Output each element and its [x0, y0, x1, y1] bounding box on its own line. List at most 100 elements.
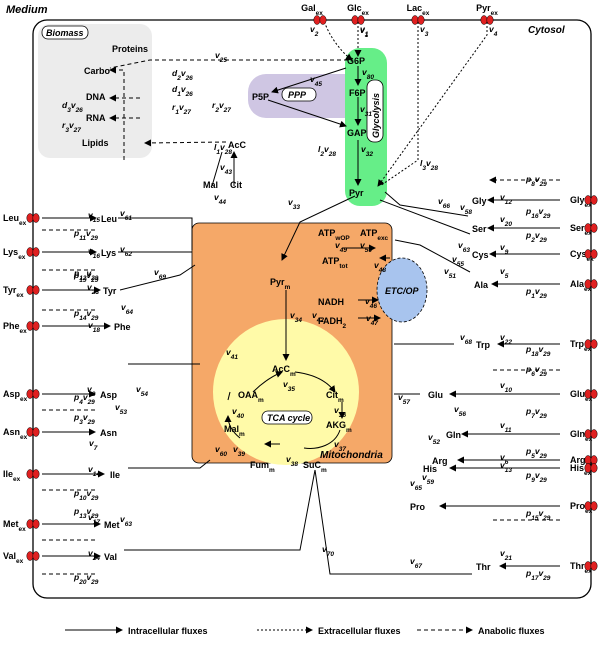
anabolic-p15v29: p15v29	[525, 508, 551, 522]
anabolic-p3v29: p3v29	[73, 412, 95, 426]
anabolic-p20v29: p20v29	[73, 572, 99, 586]
ext-left-lys: Lysex	[3, 247, 26, 261]
ext-right-his: Hisex	[570, 463, 592, 477]
etc-label: ETC/OP	[385, 286, 420, 296]
flux-v49: v49	[335, 240, 347, 254]
anabolic-p11v29: p11v29	[73, 228, 98, 242]
glycolysis-label: Glycolysis	[371, 93, 381, 138]
metabolite-leu: Leu	[101, 214, 117, 224]
ppp-label: PPP	[288, 90, 307, 100]
biomass-lipids: Lipids	[82, 138, 109, 148]
anabolic-p4v29: p4v29	[73, 392, 95, 406]
biomass-label: Biomass	[46, 28, 84, 38]
metabolite-phe: Phe	[114, 322, 131, 332]
metabolite-acc: AcC	[228, 140, 247, 150]
mito-fum: Fumm	[250, 460, 275, 474]
flux-v80: v80	[362, 67, 374, 81]
anabolic-p5v29: p5v29	[525, 446, 547, 460]
flux-v39: v39	[233, 444, 245, 458]
flux-v44: v44	[214, 192, 226, 206]
anabolic-d3v26: d3v26	[62, 100, 83, 114]
ext-right-trp: Trpex	[570, 339, 592, 353]
anabolic-l3v28: l3v28	[420, 158, 438, 172]
transporter-right-6	[584, 429, 598, 439]
metabolite-cit: Cit	[230, 180, 242, 190]
flux-v2: v2	[310, 24, 319, 38]
transporter-right-7	[584, 455, 598, 465]
transporter-top-0	[313, 15, 327, 25]
flux-v45: v45	[310, 74, 322, 88]
flux-v3: v3	[420, 24, 429, 38]
metabolite-arg: Arg	[432, 456, 448, 466]
tca-label: TCA cycle	[267, 413, 310, 423]
flux-v36: v36	[334, 405, 346, 419]
mito-cit: Citm	[326, 390, 344, 404]
flux-v8: v8	[87, 384, 96, 398]
metabolite-g6p: G6P	[347, 56, 365, 66]
transporter-right-10	[584, 561, 598, 571]
ext-top-glc: Glcex	[347, 3, 369, 17]
flux-v37: v37	[334, 439, 346, 453]
ext-left-phe: Pheex	[3, 321, 27, 335]
metabolite-trp: Trp	[476, 340, 491, 350]
metabolite-his: His	[423, 464, 437, 474]
anabolic-l1v28: l1v28	[214, 142, 232, 156]
transporter-right-1	[584, 223, 598, 233]
ext-left-val: Valex	[3, 551, 24, 565]
flux-v4: v4	[489, 24, 498, 38]
flux-v42: v42	[312, 310, 324, 324]
ext-left-leu: Leuex	[3, 213, 27, 227]
flux-v12: v12	[500, 192, 512, 206]
metabolite-gln: Gln	[446, 430, 461, 440]
legend-intracellular-label: Intracellular fluxes	[128, 626, 208, 636]
flux-v48: v48	[374, 260, 386, 274]
ext-right-thr: Threx	[570, 561, 592, 575]
anabolic-p8v29: p8v29	[525, 174, 547, 188]
flux-v54: v54	[136, 384, 148, 398]
transporter-left-7	[26, 519, 40, 529]
flux-v23: v23	[87, 282, 99, 296]
ext-right-glu: Gluex	[570, 389, 593, 403]
metabolite-met: Met	[104, 520, 120, 530]
flux-v64: v64	[121, 302, 133, 316]
energy-nadh-3: NADH	[318, 297, 344, 307]
cell-boundary	[32, 19, 592, 599]
metabolite-p5p: P5P	[252, 92, 269, 102]
flux-v40: v40	[232, 406, 244, 420]
flux-v53: v53	[115, 402, 127, 416]
flux-v57: v57	[398, 392, 410, 406]
legend-anabolic-label: Anabolic fluxes	[478, 626, 545, 636]
anabolic-p1v29: p1v29	[525, 286, 547, 300]
anabolic-l2v28: l2v28	[318, 144, 336, 158]
transporter-top-1	[351, 15, 365, 25]
flux-v47: v47	[366, 313, 378, 327]
transporter-left-1	[26, 247, 40, 257]
anabolic-d1v26: d1v26	[172, 84, 193, 98]
anabolic-p16v29: p16v29	[525, 206, 551, 220]
flux-v62: v62	[120, 244, 132, 258]
flux-v34: v34	[290, 310, 302, 324]
mitochondria-label: Mitochondria	[320, 450, 383, 461]
flux-v21: v21	[500, 548, 512, 562]
flux-v59: v59	[422, 472, 434, 486]
mito-acc: AcCm	[272, 364, 296, 378]
flux-v22: v22	[500, 332, 512, 346]
ext-left-ile: Ileex	[3, 469, 21, 483]
mito-pyr: Pyrm	[270, 277, 291, 291]
biomass-carbo: Carbo	[84, 66, 111, 76]
metabolite-tyr: Tyr	[103, 286, 117, 296]
anabolic-p7v29: p7v29	[525, 406, 547, 420]
transporter-right-4	[584, 339, 598, 349]
biomass-dna: DNA	[86, 92, 106, 102]
energy-atp-2: ATPtot	[322, 256, 348, 270]
anabolic-p2v29: p2v29	[525, 230, 547, 244]
transporter-right-0	[584, 195, 598, 205]
transporter-top-3	[480, 15, 494, 25]
energy-fadh-4: FADH2	[318, 316, 347, 330]
anabolic-r2v27: r2v27	[212, 100, 231, 114]
flux-v41: v41	[226, 347, 238, 361]
etc-op-ellipse	[376, 257, 428, 323]
metabolite-val: Val	[104, 552, 117, 562]
flux-v50: v50	[360, 240, 372, 254]
